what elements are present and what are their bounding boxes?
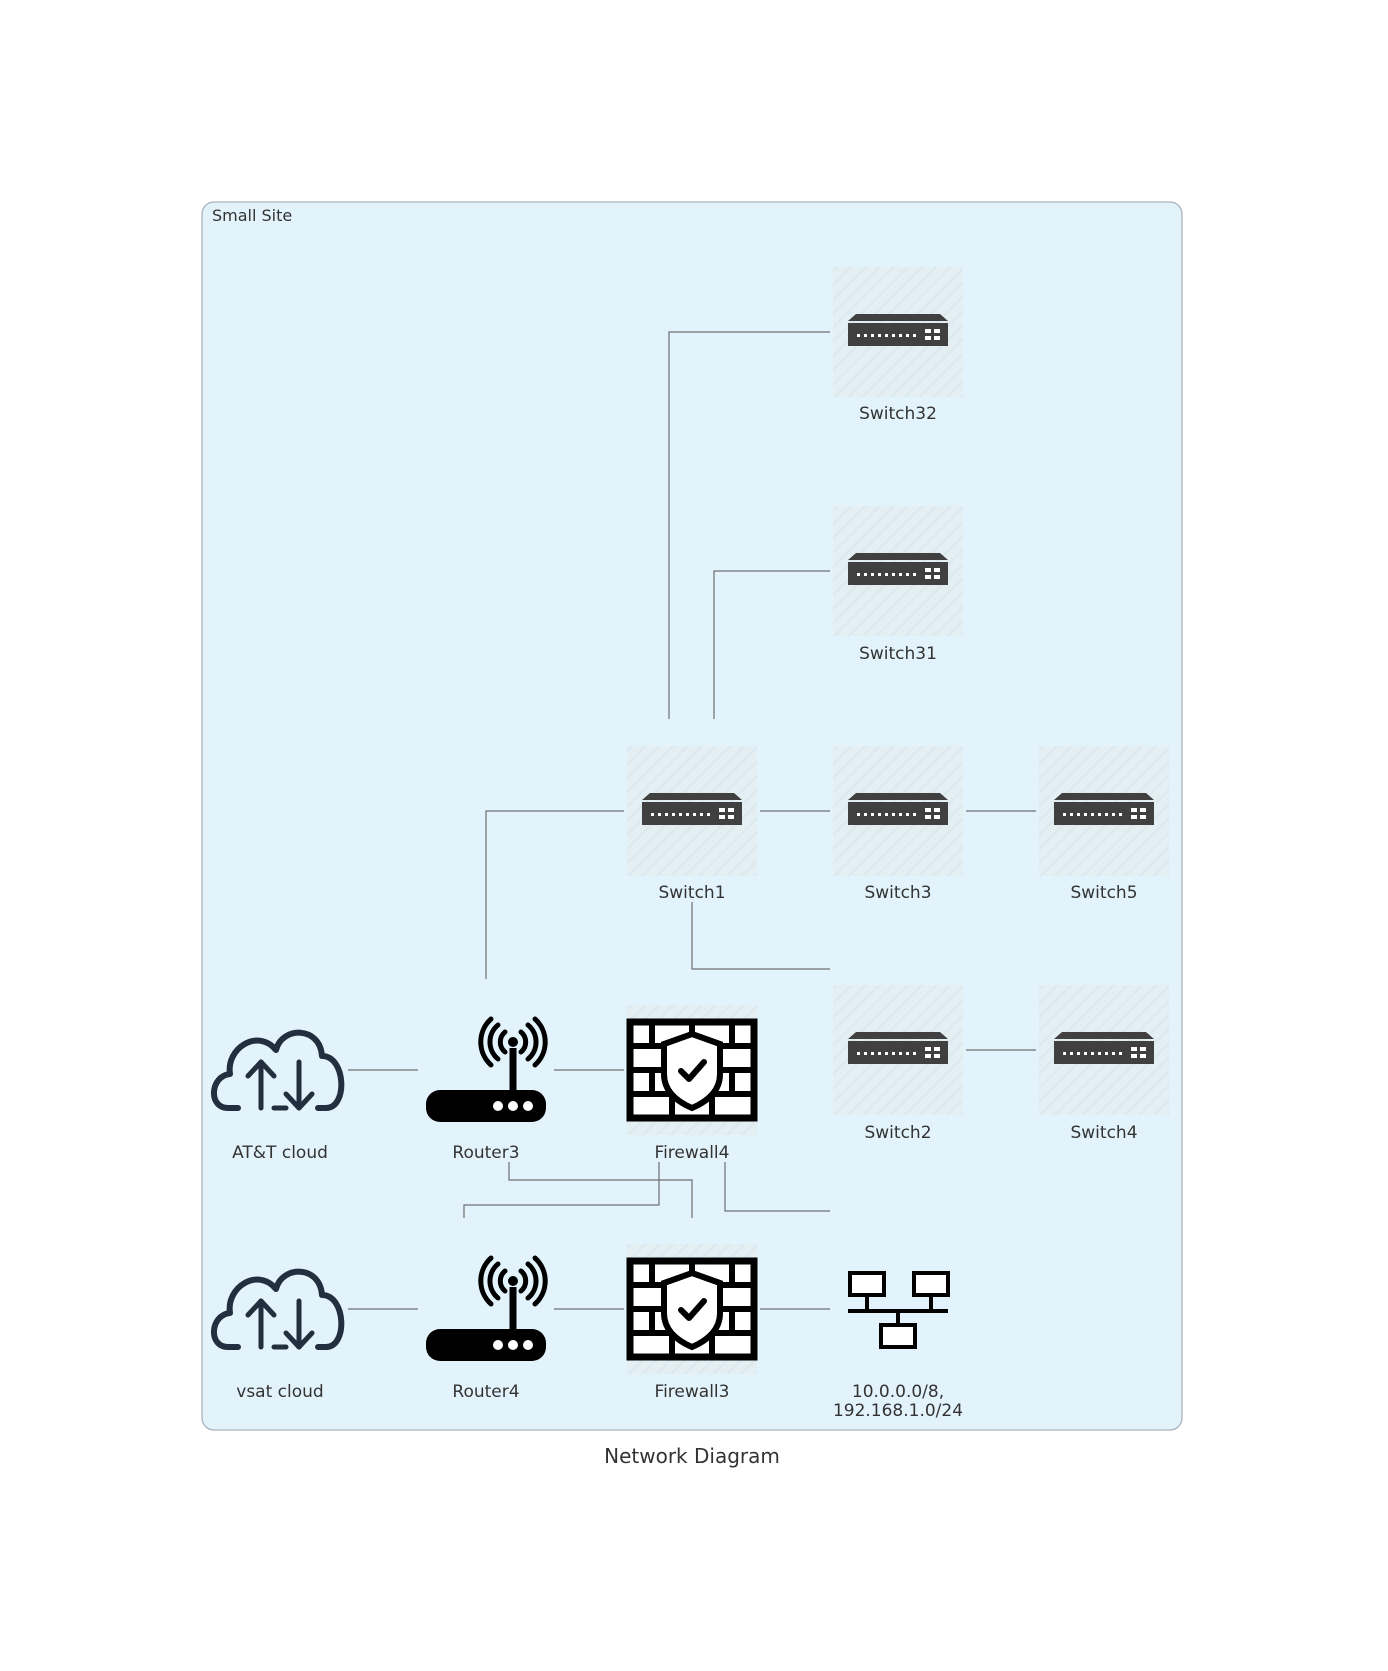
switch-icon	[1039, 985, 1169, 1115]
node-label-line-2: 192.168.1.0/24	[833, 1401, 963, 1421]
edge-router3-firewall3	[508, 1162, 693, 1218]
switch-icon	[1039, 746, 1169, 876]
node-router4[interactable]: Router4	[426, 1258, 546, 1402]
node-switch2[interactable]: Switch2	[833, 985, 963, 1143]
node-switch3[interactable]: Switch3	[833, 746, 963, 903]
node-label: Switch4	[1070, 1123, 1137, 1143]
edges	[348, 331, 1036, 1310]
nodes: Switch32 Switch31 Switch1 Switch3 Switch…	[214, 267, 1169, 1421]
edge-firewall4-router4	[463, 1162, 660, 1218]
node-vsat-cloud[interactable]: vsat cloud	[214, 1272, 341, 1402]
switch-icon	[833, 267, 963, 397]
diagram-caption: Network Diagram	[604, 1444, 780, 1468]
node-switch1[interactable]: Switch1	[627, 746, 757, 903]
switch-icon	[833, 746, 963, 876]
node-switch4[interactable]: Switch4	[1039, 985, 1169, 1143]
node-switch5[interactable]: Switch5	[1039, 746, 1169, 903]
firewall-icon	[627, 1244, 757, 1374]
node-firewall4[interactable]: Firewall4	[627, 1005, 757, 1163]
firewall-icon	[627, 1005, 757, 1135]
node-subnet[interactable]: 10.0.0.0/8, 192.168.1.0/24	[833, 1271, 963, 1421]
node-label: Switch3	[864, 883, 931, 903]
node-label: Switch2	[864, 1123, 931, 1143]
node-label: Firewall4	[655, 1143, 730, 1163]
switch-icon	[833, 985, 963, 1115]
node-firewall3[interactable]: Firewall3	[627, 1244, 757, 1402]
node-router3[interactable]: Router3	[426, 1019, 546, 1163]
edge-switch1-switch32	[668, 331, 830, 719]
switch-icon	[627, 746, 757, 876]
edge-switch1-switch2	[691, 902, 830, 970]
node-label: Switch32	[859, 404, 937, 424]
node-label: Switch1	[658, 883, 725, 903]
node-switch32[interactable]: Switch32	[833, 267, 963, 424]
node-label: Switch31	[859, 644, 937, 664]
site-group-label: Small Site	[212, 206, 292, 225]
node-label: Router4	[452, 1382, 519, 1402]
node-switch31[interactable]: Switch31	[833, 506, 963, 664]
switch-icon	[833, 506, 963, 636]
edge-router3-switch1	[485, 810, 624, 979]
edge-firewall4-subnet	[724, 1162, 830, 1212]
node-label: Switch5	[1070, 883, 1137, 903]
node-label: Router3	[452, 1143, 519, 1163]
node-att-cloud[interactable]: AT&T cloud	[214, 1033, 341, 1163]
node-label: vsat cloud	[236, 1382, 323, 1402]
edge-switch1-switch31	[713, 570, 830, 719]
node-label: AT&T cloud	[232, 1143, 328, 1163]
node-label: Firewall3	[655, 1382, 730, 1402]
node-label-line-1: 10.0.0.0/8,	[852, 1382, 944, 1402]
